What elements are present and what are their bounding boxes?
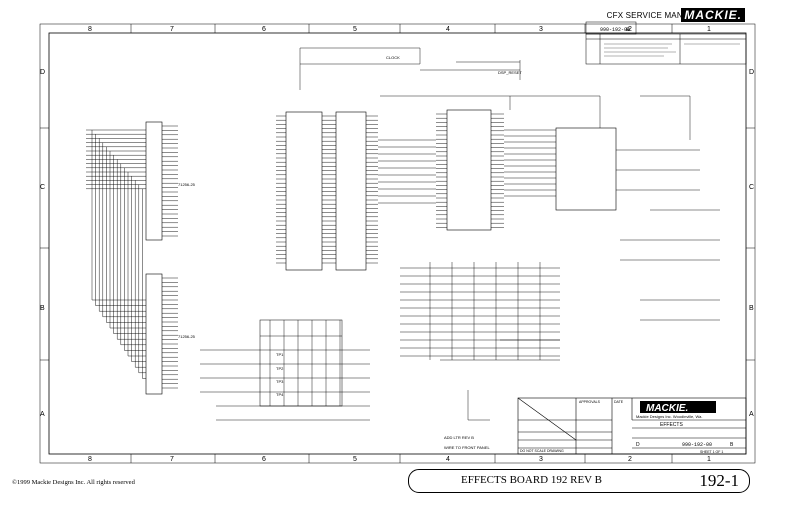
test-point-label: TP4 [276,392,284,397]
column-ticks [40,24,755,463]
title-block [517,397,747,455]
revision-rev: B [626,27,629,33]
ram-chip-1-part: 71256-25 [178,182,196,187]
ram-chip-1 [145,121,163,241]
col-label: 5 [353,456,357,463]
title-block-company: Mackie Designs Inc. Woodinville, Wa. [636,414,702,419]
col-label: 8 [88,26,92,33]
manual-header: CFX SERVICE MANUAL [606,11,699,20]
row-label: B [40,305,45,312]
row-label: C [749,184,754,191]
row-label: C [40,184,45,191]
test-point-label: TP3 [276,379,284,384]
title-block-rev: B [730,442,734,448]
revision-dwg-no: 990-192-00 [600,27,630,33]
clock-label: CLOCK [386,55,400,60]
row-label: D [749,69,754,76]
col-label: 5 [353,26,357,33]
wiring [86,47,720,421]
revision-text-lines [604,43,740,57]
col-label: 4 [446,456,450,463]
col-label: 8 [88,456,92,463]
frame-border [48,32,747,455]
title-block-approvals: APPROVALS [579,400,601,404]
col-label: 4 [446,26,450,33]
col-label: 7 [170,456,174,463]
col-label: 6 [262,456,266,463]
page-number: 192-1 [699,471,739,490]
frame-outer [39,23,756,464]
column-labels-top: 8 7 6 5 4 3 2 1 [88,26,711,33]
dsp-chip [285,111,367,271]
row-label: B [749,305,754,312]
row-label: D [40,69,45,76]
column-labels-bottom: 8 7 6 5 4 3 2 1 [88,456,711,463]
processor-block [555,127,617,211]
row-label: A [40,411,45,418]
board-title-box: EFFECTS BOARD 192 REV B 192-1 [408,469,750,493]
test-point-label: TP1 [276,352,284,357]
title-block-scale: DO NOT SCALE DRAWING [520,449,564,453]
title-block-title: EFFECTS [660,422,683,428]
ram-chip-2 [145,273,163,395]
col-label: 1 [707,26,711,33]
col-label: 2 [628,26,632,33]
board-title: EFFECTS BOARD 192 REV B [461,474,602,486]
col-label: 7 [170,26,174,33]
title-block-size: D [636,442,640,448]
title-block-logo: MACKIE. [646,403,688,414]
wire-note-label: WIRE TO FRONT PANEL [444,445,490,450]
test-point-label: TP2 [276,366,284,371]
col-label: 3 [539,26,543,33]
row-labels: D C B A D C B A [40,69,754,418]
title-block-sheet: SHEET 1 OF 1 [700,450,723,454]
title-block-dwg-no: 990-192-00 [682,442,712,448]
test-point-grid [259,319,343,407]
revision-block [585,21,747,65]
col-label: 6 [262,26,266,33]
col-label: 1 [707,456,711,463]
title-block-logo-bg [640,401,716,413]
title-block-date: DATE [614,400,624,404]
copyright: ©1999 Mackie Designs Inc. All rights res… [12,479,135,486]
ram-chip-2-part: 71256-25 [178,334,196,339]
mackie-logo: MACKIE. [681,8,745,22]
row-label: A [749,411,754,418]
col-label: 2 [628,456,632,463]
col-label: 3 [539,456,543,463]
note-label: ADD LTR REV B [444,435,474,440]
dsp-reset-label: DSP_RESET [498,70,522,75]
codec-chip [446,109,492,231]
